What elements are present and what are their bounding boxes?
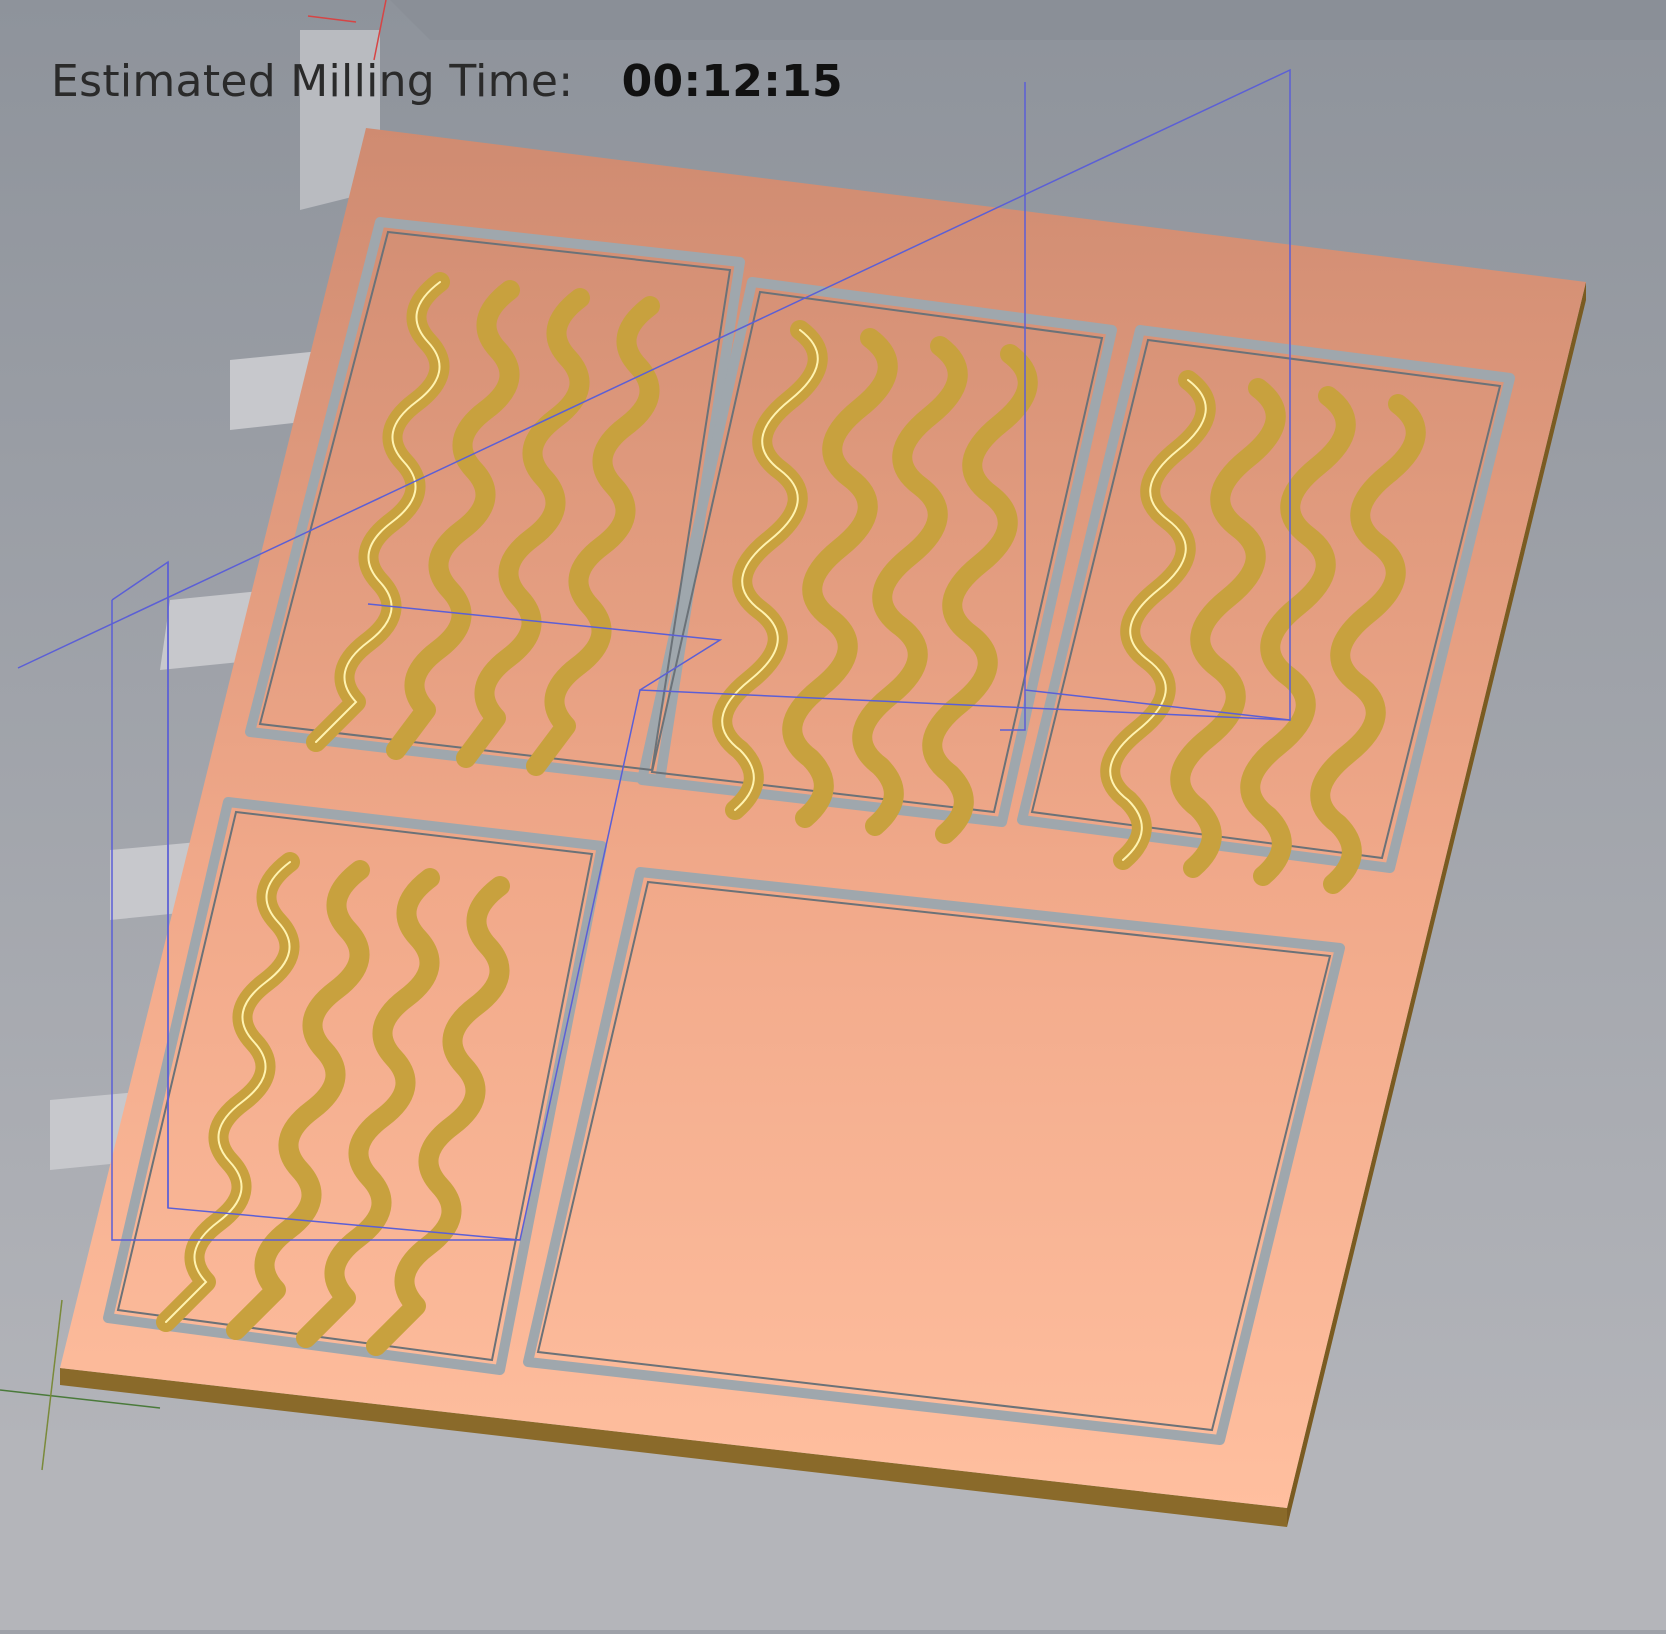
trace [366, 876, 510, 1356]
trace [1170, 378, 1286, 878]
stock-side-edge [60, 1368, 1287, 1527]
trace [922, 344, 1038, 844]
panel-top-middle [637, 277, 1117, 827]
panel-inner-edges [116, 230, 1502, 1432]
panel-bottom-left [103, 797, 607, 1375]
panels [103, 217, 1515, 1445]
stock-top [60, 128, 1586, 1508]
milling-time-overlay: Estimated Milling Time: 00:12:15 [51, 56, 843, 107]
milling-time-label: Estimated Milling Time: [51, 56, 574, 107]
panel-top-right [1017, 325, 1515, 873]
panel-bottom-right [523, 867, 1345, 1445]
toolpath-lines [17, 68, 1291, 1241]
trace [526, 296, 660, 776]
trace [226, 860, 370, 1340]
bed-strip-1 [390, 0, 1666, 40]
milling-time-value: 00:12:15 [621, 56, 843, 107]
trace [456, 288, 590, 768]
trace [852, 336, 968, 836]
trace [296, 868, 440, 1348]
trace [1310, 394, 1426, 894]
trace [386, 280, 520, 760]
trace-highlights [165, 281, 1207, 1323]
stock-side-right [1287, 282, 1586, 1527]
trace [782, 328, 898, 828]
trace [1240, 386, 1356, 886]
axis-markers [0, 0, 387, 1471]
